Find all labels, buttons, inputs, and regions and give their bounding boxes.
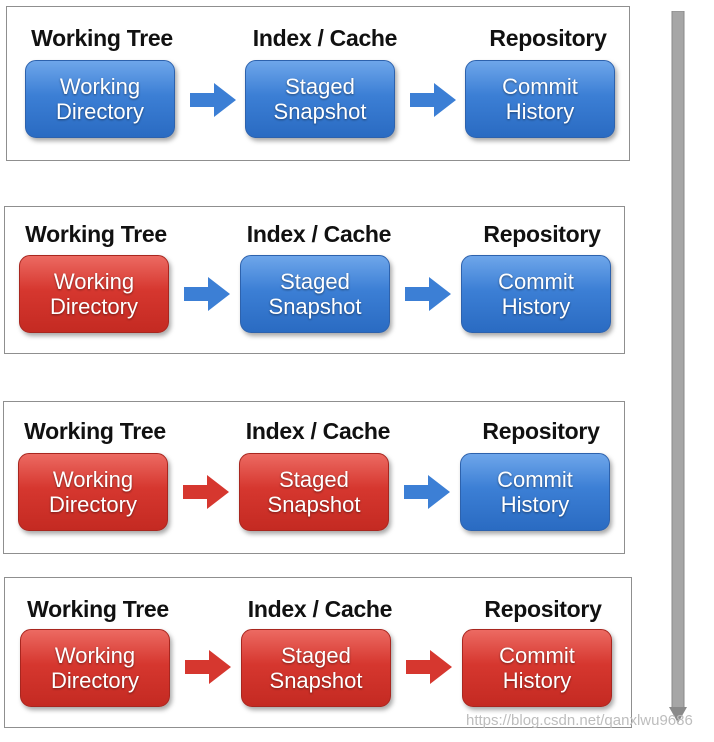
box-line: History	[501, 294, 571, 319]
right-arrow-icon	[406, 650, 452, 684]
box-line: Directory	[49, 294, 138, 319]
right-arrow-icon	[184, 277, 230, 311]
working-tree-label: Working Tree	[24, 418, 166, 444]
commit-history-box: Commit History	[465, 60, 615, 138]
stage-panel-2: Working Tree Index / Cache Repository Wo…	[4, 206, 625, 354]
repository-label: Repository	[483, 221, 601, 247]
commit-history-box: Commit History	[461, 255, 611, 333]
staged-snapshot-box: Staged Snapshot	[245, 60, 395, 138]
staged-snapshot-box: Staged Snapshot	[239, 453, 389, 531]
box-line: Commit	[502, 74, 578, 99]
working-directory-box: Working Directory	[19, 255, 169, 333]
box-line: Directory	[48, 492, 137, 517]
box-line: History	[502, 668, 572, 693]
box-line: Snapshot	[268, 294, 362, 319]
repository-label: Repository	[482, 418, 600, 444]
box-line: Snapshot	[267, 492, 361, 517]
stage-panel-1: Working Tree Index / Cache Repository Wo…	[6, 6, 630, 161]
staged-snapshot-box: Staged Snapshot	[241, 629, 391, 707]
down-arrow-icon	[669, 11, 687, 723]
box-line: Directory	[50, 668, 139, 693]
working-directory-box: Working Directory	[25, 60, 175, 138]
box-line: History	[505, 99, 575, 124]
right-arrow-icon	[185, 650, 231, 684]
box-line: Staged	[279, 467, 349, 492]
box-line: Staged	[281, 643, 351, 668]
repository-label: Repository	[484, 596, 602, 622]
box-line: Working	[54, 643, 136, 668]
index-cache-label: Index / Cache	[252, 25, 398, 51]
commit-history-box: Commit History	[460, 453, 610, 531]
repository-label: Repository	[489, 25, 607, 51]
right-arrow-icon	[404, 475, 450, 509]
right-arrow-icon	[410, 83, 456, 117]
stage-panel-3: Working Tree Index / Cache Repository Wo…	[3, 401, 625, 554]
working-tree-label: Working Tree	[27, 596, 169, 622]
box-line: Working	[53, 269, 135, 294]
box-line: Staged	[285, 74, 355, 99]
stage-panel-4: Working Tree Index / Cache Repository Wo…	[4, 577, 632, 728]
commit-history-box: Commit History	[462, 629, 612, 707]
box-line: Commit	[499, 643, 575, 668]
working-tree-label: Working Tree	[31, 25, 173, 51]
box-line: Working	[59, 74, 141, 99]
working-tree-label: Working Tree	[25, 221, 167, 247]
box-line: History	[500, 492, 570, 517]
right-arrow-icon	[190, 83, 236, 117]
box-line: Working	[52, 467, 134, 492]
box-line: Commit	[498, 269, 574, 294]
box-line: Staged	[280, 269, 350, 294]
index-cache-label: Index / Cache	[246, 221, 392, 247]
box-line: Commit	[497, 467, 573, 492]
right-arrow-icon	[405, 277, 451, 311]
right-arrow-icon	[183, 475, 229, 509]
index-cache-label: Index / Cache	[245, 418, 391, 444]
staged-snapshot-box: Staged Snapshot	[240, 255, 390, 333]
working-directory-box: Working Directory	[20, 629, 170, 707]
watermark-text: https://blog.csdn.net/qanxlwu9686	[466, 712, 693, 729]
working-directory-box: Working Directory	[18, 453, 168, 531]
index-cache-label: Index / Cache	[247, 596, 393, 622]
box-line: Snapshot	[269, 668, 363, 693]
box-line: Snapshot	[273, 99, 367, 124]
box-line: Directory	[55, 99, 144, 124]
